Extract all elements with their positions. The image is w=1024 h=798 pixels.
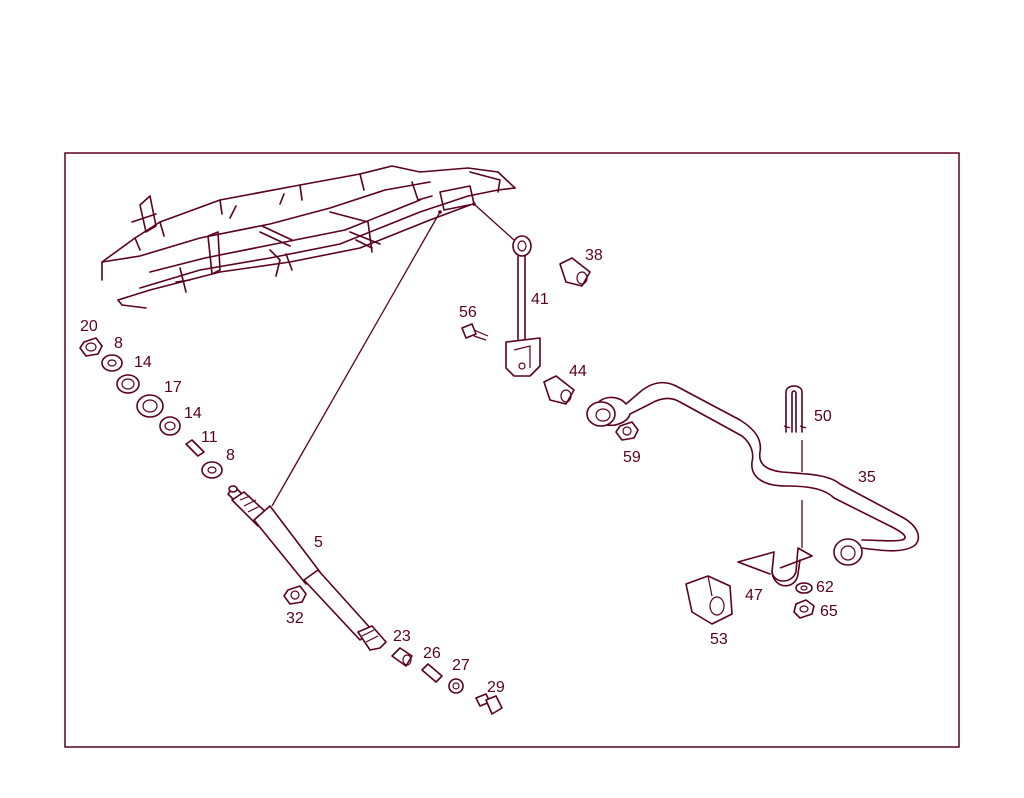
label-8-lower: 8: [226, 447, 235, 464]
label-59: 59: [623, 449, 641, 466]
bushing-38: [559, 257, 591, 287]
label-11: 11: [201, 429, 218, 446]
link-41: [505, 235, 541, 377]
nut-32: [283, 585, 307, 605]
label-20: 20: [80, 318, 98, 335]
stabilizer-bar-35: [586, 381, 920, 566]
chassis-frame: [101, 165, 516, 309]
label-44: 44: [569, 363, 587, 380]
bushing-14-lower: [159, 416, 181, 436]
washer-8-lower: [201, 461, 223, 479]
leader-link-to-frame: [473, 203, 515, 241]
label-26: 26: [423, 645, 441, 662]
label-50: 50: [814, 408, 832, 425]
bolt-56: [461, 323, 489, 341]
sleeve-26: [421, 663, 443, 683]
leader-shock-to-frame: [271, 211, 441, 507]
label-5: 5: [314, 534, 323, 551]
label-41: 41: [531, 291, 549, 308]
shock-absorber-5: [227, 485, 387, 651]
nut-20: [79, 337, 103, 357]
sleeve-11: [185, 439, 205, 457]
u-bolt-50: [783, 385, 807, 433]
label-29: 29: [487, 679, 505, 696]
label-35: 35: [858, 469, 876, 486]
label-47: 47: [745, 587, 763, 604]
label-32: 32: [286, 610, 304, 627]
label-23: 23: [393, 628, 411, 645]
nut-65: [793, 599, 815, 619]
washer-62: [795, 582, 813, 594]
washer-17: [136, 394, 164, 418]
washer-8-upper: [101, 354, 123, 372]
diagram-border: [64, 152, 960, 748]
label-53: 53: [710, 631, 728, 648]
label-17: 17: [164, 379, 182, 396]
bushing-44: [543, 375, 575, 405]
washer-27: [448, 678, 464, 694]
bushing-23: [391, 647, 413, 667]
label-14-upper: 14: [134, 354, 152, 371]
bracket-47: [737, 547, 813, 587]
label-62: 62: [816, 579, 834, 596]
label-56: 56: [459, 304, 477, 321]
rubber-mount-53: [685, 575, 733, 625]
bushing-14-upper: [116, 374, 140, 394]
label-38: 38: [585, 247, 603, 264]
label-27: 27: [452, 657, 470, 674]
label-65: 65: [820, 603, 838, 620]
label-8-upper: 8: [114, 335, 123, 352]
bolt-29: [475, 693, 503, 715]
nut-59: [615, 421, 639, 441]
label-14-lower: 14: [184, 405, 202, 422]
